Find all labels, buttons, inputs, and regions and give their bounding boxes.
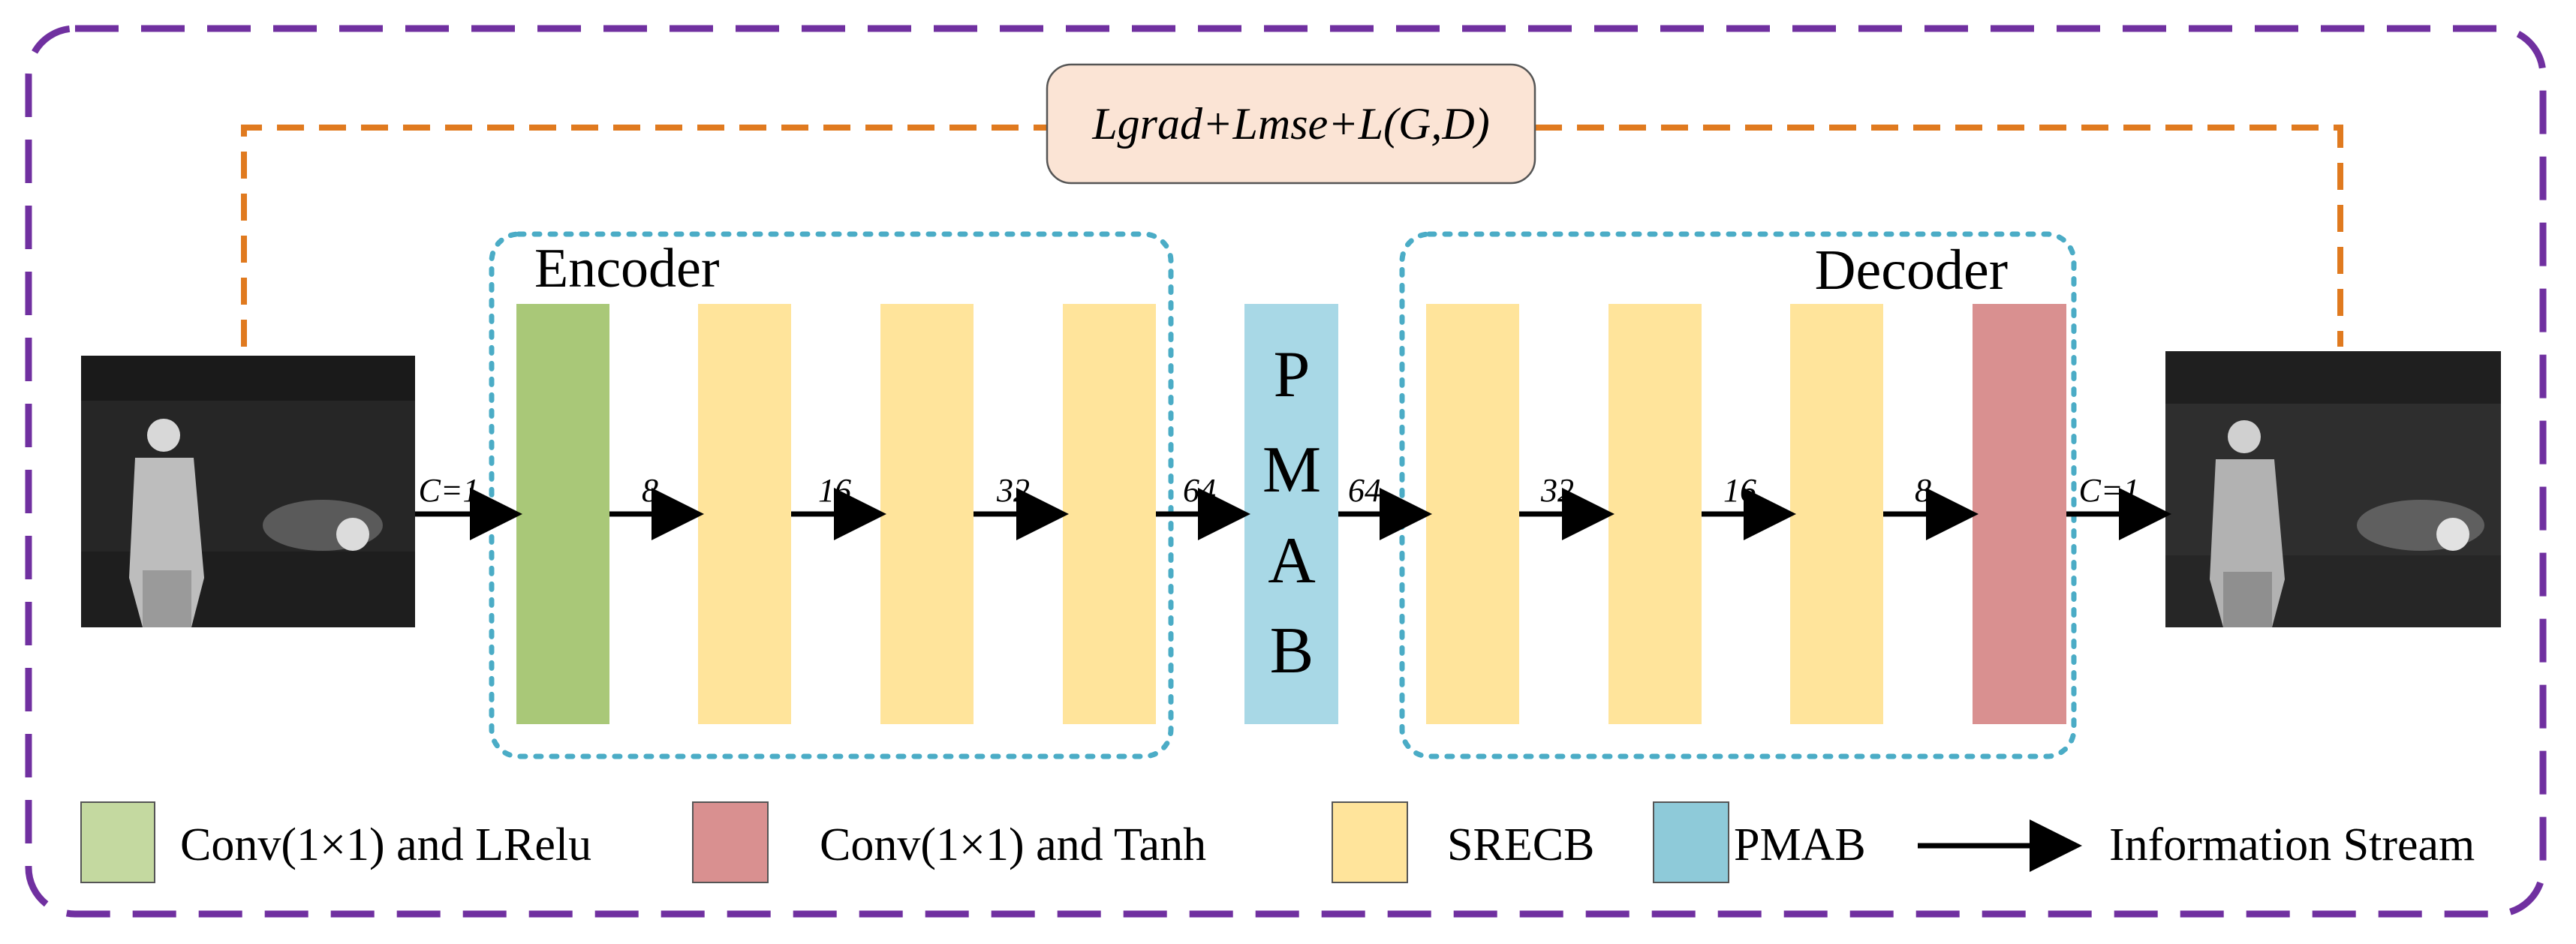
- output-fused-image: [2165, 351, 2501, 627]
- encoder-srecb-block-2: [880, 304, 974, 724]
- channel-label-32-decoder: 32: [1540, 472, 1574, 509]
- legend: Conv(1×1) and LRelu Conv(1×1) and Tanh S…: [80, 801, 2475, 883]
- input-infrared-image: [81, 356, 415, 627]
- channel-label-32: 32: [996, 472, 1030, 509]
- decoder-srecb-block-1: [1426, 304, 1519, 724]
- legend-label-conv-tanh: Conv(1×1) and Tanh: [820, 819, 1206, 870]
- decoder-srecb-block-2: [1608, 304, 1702, 724]
- legend-label-srecb: SRECB: [1447, 819, 1594, 870]
- legend-swatch-pmab: [1653, 801, 1729, 883]
- encoder-conv-lrelu-block: [516, 304, 609, 724]
- legend-label-conv-lrelu: Conv(1×1) and LRelu: [180, 819, 591, 870]
- channel-label-64-encoder: 64: [1183, 472, 1216, 509]
- channel-label-8-decoder: 8: [1915, 472, 1931, 509]
- pmab-letter-a: A: [1268, 525, 1316, 597]
- legend-swatch-conv-tanh: [692, 801, 769, 883]
- decoder-srecb-block-3: [1790, 304, 1883, 724]
- channel-label-input: C=1: [418, 472, 479, 509]
- channel-label-64-decoder: 64: [1348, 472, 1381, 509]
- encoder-title: Encoder: [534, 238, 720, 299]
- channel-label-16-decoder: 16: [1723, 472, 1756, 509]
- encoder-srecb-block-3: [1063, 304, 1156, 724]
- legend-swatch-conv-lrelu: [80, 801, 155, 883]
- loss-box: [1046, 63, 1536, 185]
- encoder-srecb-block-1: [698, 304, 791, 724]
- pmab-letter-m: M: [1262, 434, 1321, 507]
- pmab-letter-p: P: [1274, 338, 1311, 411]
- loss-label: Lgrad+Lmse+L(G,D): [1091, 99, 1489, 149]
- pmab-block: [1244, 304, 1338, 724]
- legend-swatch-srecb: [1332, 801, 1408, 883]
- decoder-title: Decoder: [1815, 239, 2008, 302]
- loss-connector: [241, 125, 2343, 347]
- pmab-letter-b: B: [1270, 615, 1314, 687]
- channel-label-16: 16: [818, 472, 851, 509]
- channel-label-output: C=1: [2078, 472, 2139, 509]
- legend-label-information-stream: Information Stream: [2109, 819, 2475, 870]
- decoder-conv-tanh-block: [1973, 304, 2066, 724]
- legend-label-pmab: PMAB: [1734, 819, 1866, 870]
- channel-label-8: 8: [642, 472, 658, 509]
- outer-frame: [25, 25, 2547, 918]
